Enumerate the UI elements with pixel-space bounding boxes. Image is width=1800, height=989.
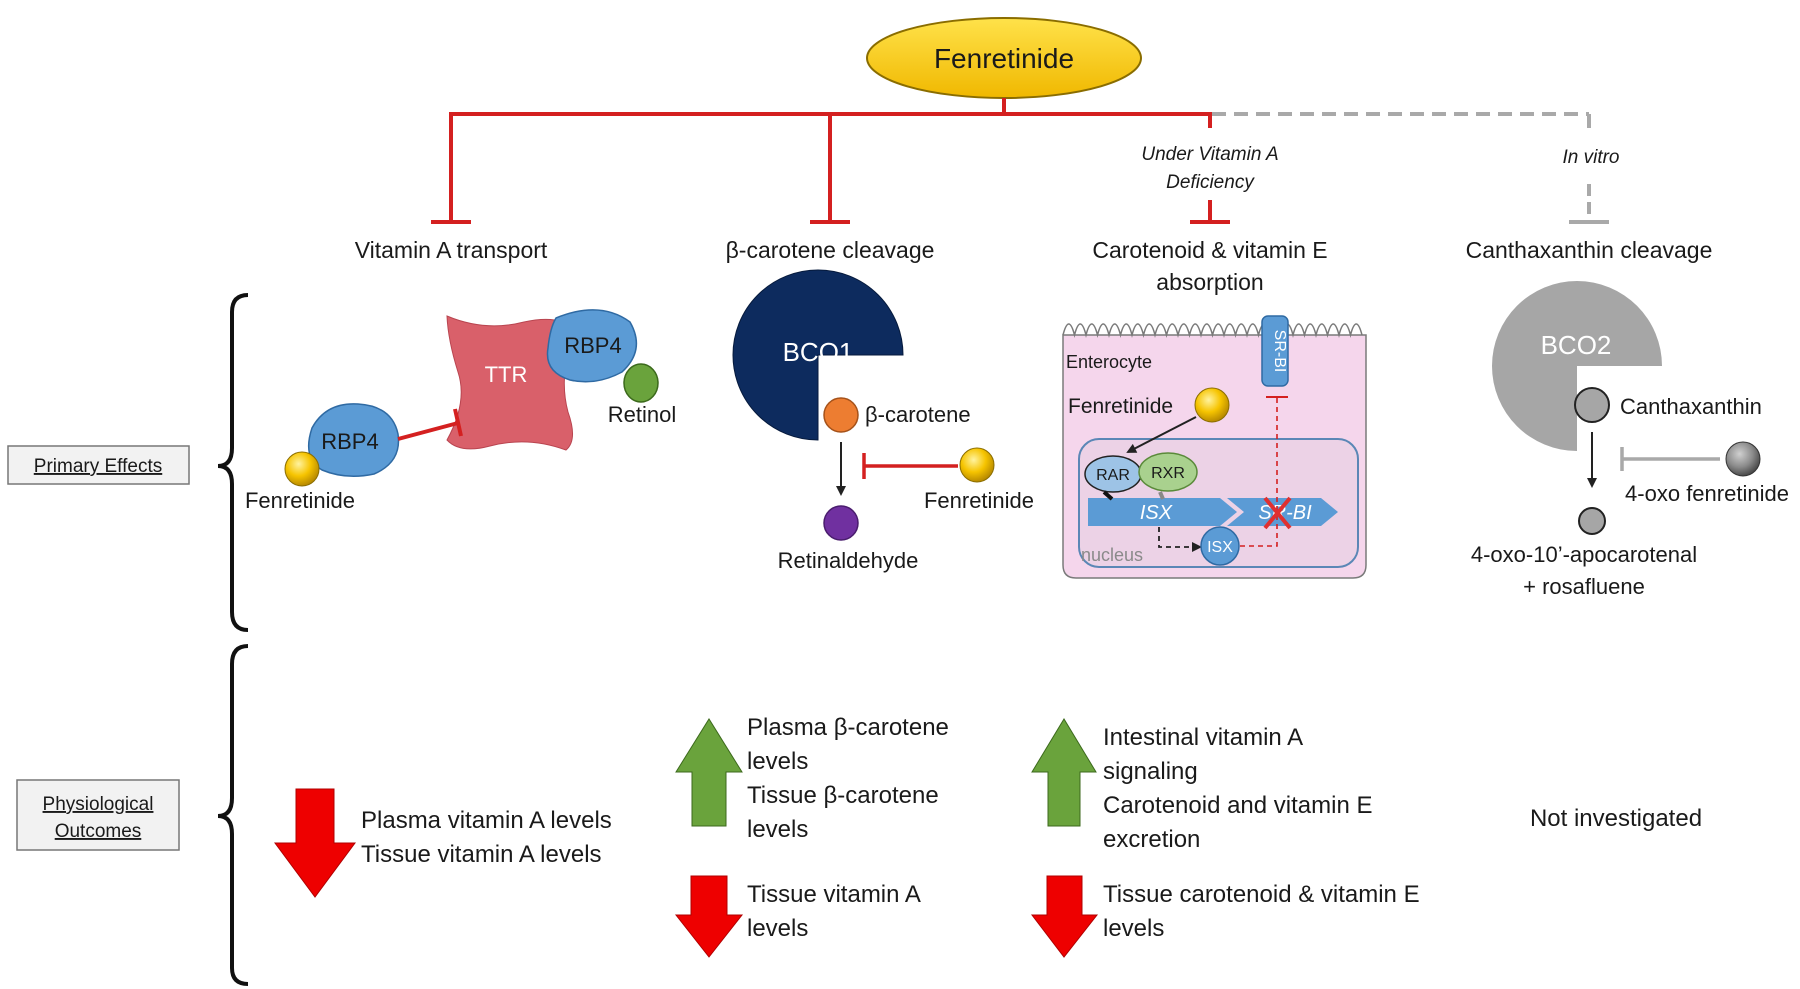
ttr-label: TTR (485, 362, 528, 387)
primary-effects-label: Primary Effects (34, 456, 162, 477)
bco1-shape (732, 269, 904, 441)
row-label-primary-effects: Primary Effects (7, 445, 190, 485)
condition-vad-line1: Under Vitamin A (1141, 144, 1278, 165)
fenretinide-to-rar-arrow (1126, 416, 1197, 453)
retinaldehyde-label: Retinaldehyde (778, 548, 919, 573)
condition-vad-line2: Deficiency (1166, 172, 1255, 193)
target-absorption-line1: Carotenoid & vitamin E (1092, 237, 1327, 263)
srbi-membrane-protein (1261, 315, 1289, 387)
col3-down-line2: levels (1103, 915, 1164, 942)
fenretinide-label-panel2: Fenretinide (924, 488, 1034, 513)
down-arrow-col1 (274, 788, 356, 898)
panel-beta-carotene-cleavage: BCO1 β-carotene Fenretinide Retinaldehyd… (732, 269, 1034, 573)
target-canthaxanthin-cleavage: Canthaxanthin cleavage (1466, 237, 1713, 263)
fenretinide-label-panel1: Fenretinide (245, 488, 355, 513)
down-arrow-col3 (1030, 875, 1099, 958)
isx-gene-label: ISX (1140, 502, 1173, 524)
brace-primary-effects (217, 293, 249, 632)
fenretinide-ball-panel2 (959, 447, 995, 483)
target-absorption-line2: absorption (1156, 269, 1263, 295)
bco1-label: BCO1 (783, 337, 854, 367)
ttr-shape (446, 315, 576, 451)
rbp4-top-shape (546, 309, 638, 383)
fenretinide-node: Fenretinide (866, 17, 1142, 99)
retinol-label: Retinol (608, 402, 676, 427)
col1-down-line2: Tissue vitamin A levels (361, 841, 602, 868)
product-line1: 4-oxo-10’-apocarotenal (1471, 542, 1697, 567)
srbi-membrane-label: SR-BI (1271, 330, 1288, 373)
up-arrow-col3 (1031, 718, 1097, 827)
target-beta-carotene-cleavage: β-carotene cleavage (726, 237, 935, 263)
retinaldehyde-ball (823, 505, 859, 541)
col2-up-line1: Plasma β-carotene (747, 714, 949, 741)
nucleus-label: nucleus (1081, 545, 1143, 565)
brace-physiological-outcomes (217, 644, 249, 986)
physiological-label-line2: Outcomes (55, 821, 142, 842)
fenretinide-label-panel3: Fenretinide (1068, 395, 1173, 418)
fenretinide-ball-panel1 (284, 451, 320, 487)
isx-repression-line (1240, 397, 1278, 547)
repressed-x-2 (1263, 496, 1292, 530)
bco2-label: BCO2 (1541, 330, 1612, 360)
beta-carotene-label: β-carotene (865, 402, 971, 427)
inhibit-ttr-binding (397, 421, 459, 441)
up-arrow-col2 (675, 718, 743, 827)
oxo-fenretinide-ball (1725, 441, 1761, 477)
col2-up-line2: levels (747, 748, 808, 775)
col3-up-line3: Carotenoid and vitamin E (1103, 792, 1372, 819)
col3-up-line4: excretion (1103, 826, 1200, 853)
col3-up-line1: Intestinal vitamin A (1103, 724, 1303, 751)
bco2-shape (1492, 281, 1662, 451)
srbi-gene (1227, 498, 1338, 526)
col3-down-line1: Tissue carotenoid & vitamin E (1103, 881, 1420, 908)
col2-down-line1: Tissue vitamin A (747, 881, 921, 908)
fenretinide-ball-panel3 (1194, 387, 1230, 423)
condition-in-vitro: In vitro (1562, 147, 1619, 168)
enterocyte-label: Enterocyte (1066, 352, 1152, 372)
col2-up-line4: levels (747, 816, 808, 843)
rxr-receptor (1138, 452, 1198, 492)
col2-up-line3: Tissue β-carotene (747, 782, 939, 809)
target-vitamin-a-transport: Vitamin A transport (355, 237, 548, 263)
rbp4-top-label: RBP4 (564, 333, 621, 358)
inhibition-tree (431, 98, 1609, 224)
col2-down-line2: levels (747, 915, 808, 942)
apocarotenal-ball (1578, 507, 1606, 535)
canthaxanthin-ball (1574, 387, 1610, 423)
fenretinide-title: Fenretinide (934, 43, 1074, 74)
rxr-label: RXR (1151, 465, 1185, 482)
canthaxanthin-label: Canthaxanthin (1620, 394, 1762, 419)
isx-expression-arrow (1158, 527, 1202, 552)
row-label-physiological-outcomes: Physiological Outcomes (16, 779, 180, 851)
beta-carotene-ball (823, 397, 859, 433)
panel-canthaxanthin-cleavage: BCO2 Canthaxanthin 4-oxo fenretinide 4-o… (1471, 281, 1789, 599)
isx-protein (1200, 526, 1240, 566)
col1-down-line1: Plasma vitamin A levels (361, 807, 612, 834)
down-arrow-col2 (674, 875, 744, 958)
rbp4-left-label: RBP4 (321, 429, 378, 454)
col3-up-line2: signaling (1103, 758, 1198, 785)
oxo-fenretinide-label: 4-oxo fenretinide (1625, 481, 1789, 506)
retinol-ball (623, 363, 659, 403)
panel-vitamin-a-transport: TTR RBP4 Retinol RBP4 Fenretinide (245, 309, 676, 513)
microvilli (1062, 323, 1363, 338)
col4-not-investigated: Not investigated (1530, 805, 1702, 832)
isx-protein-label: ISX (1207, 539, 1233, 556)
panel-enterocyte: SR-BI Enterocyte Fenretinide nucleus ISX… (1062, 315, 1367, 579)
rar-label: RAR (1096, 467, 1130, 484)
physiological-label-line1: Physiological (43, 794, 154, 815)
product-line2: + rosafluene (1523, 574, 1645, 599)
isx-gene (1088, 498, 1237, 526)
